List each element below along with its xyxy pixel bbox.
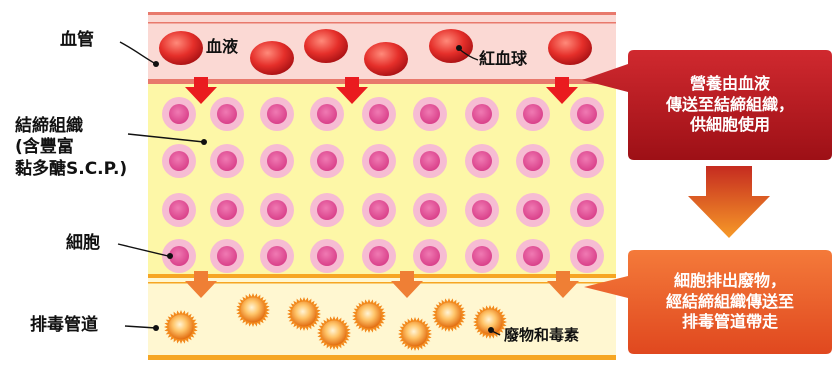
excrete-callout-shape [584,250,832,354]
cell-icon [465,193,499,227]
red-blood-cell-icon [548,31,592,65]
cell-icon [310,97,344,131]
cell-icon [162,193,196,227]
cell-icon [516,144,550,178]
cell-icon [162,97,196,131]
cell-icon [413,97,447,131]
cell-icon [516,97,550,131]
blood-label: 血液 [206,37,239,56]
excretion-arrows [185,271,579,298]
cell-icon [260,97,294,131]
cell-icon [413,193,447,227]
cell-icon [210,193,244,227]
cell-icon [362,193,396,227]
cell-icon [210,239,244,273]
cell-icon [310,239,344,273]
cell-icon [413,144,447,178]
waste-toxins-label: 廢物和毒素 [504,326,580,344]
toxin-particle-icon [164,310,198,344]
supply-callout-line2: 傳送至結締組織， [665,94,794,114]
cell-grid [162,97,604,273]
down-arrow-icon [547,271,579,298]
supply-callout: 營養由血液 傳送至結締組織， 供細胞使用 [630,52,830,158]
cell-icon [570,97,604,131]
toxin-particle-icon [287,297,321,331]
red-blood-cell-icon [364,42,408,76]
blood-vessel-label: 血管 [60,30,94,50]
down-arrow-icon [391,271,423,298]
transition-arrow [688,166,770,238]
leader-dots [153,45,494,333]
cell-icon [465,239,499,273]
supply-callout-line3: 供細胞使用 [689,115,770,135]
connective-tissue-line2: (含豐富 [15,137,74,158]
cell-icon [516,193,550,227]
excrete-callout-line2: 經結締組織傳送至 [665,291,794,311]
down-arrow-icon [688,166,770,238]
down-arrow-icon [546,77,578,104]
red-blood-cell-icon [429,29,473,63]
toxin-particles [164,293,507,351]
cell-icon [516,239,550,273]
cell-icon [310,144,344,178]
excrete-callout: 細胞排出廢物， 經結締組織傳送至 排毒管道帶走 [630,252,830,352]
connective-tissue-line3: 黏多醣S.C.P.) [15,158,128,179]
cell-icon [362,144,396,178]
cell-icon [260,239,294,273]
cell-icon [362,239,396,273]
red-blood-cell-icon [304,29,348,63]
cell-icon [162,144,196,178]
toxin-particle-icon [473,305,507,339]
cell-icon [210,144,244,178]
drainage-duct-label: 排毒管道 [30,315,98,335]
excrete-callout-line1: 細胞排出廢物， [673,270,786,290]
supply-arrows [185,77,578,104]
cell-icon [260,144,294,178]
cell-icon [570,144,604,178]
supply-callout-line1: 營養由血液 [689,73,770,93]
down-arrow-icon [336,77,368,104]
cell-icon [210,97,244,131]
red-blood-cell-icon [250,41,294,75]
cell-icon [465,144,499,178]
toxin-particle-icon [317,316,351,350]
cell-icon [465,97,499,131]
cell-icon [413,239,447,273]
red-blood-cell-label: 紅血球 [479,49,528,68]
cell-icon [570,193,604,227]
toxin-particle-icon [432,298,466,332]
cell-icon [260,193,294,227]
cell-icon [570,239,604,273]
down-arrow-icon [185,271,217,298]
connective-tissue-line1: 結締組織 [15,116,83,136]
cell-label: 細胞 [66,233,100,253]
toxin-particle-icon [236,293,270,327]
connective-tissue-label: 結締組織 (含豐富 黏多醣S.C.P.) [15,116,127,180]
cell-icon [162,239,196,273]
supply-callout-shape [582,50,832,160]
cell-icon [362,97,396,131]
down-arrow-icon [185,77,217,104]
cell-icon [310,193,344,227]
red-blood-cell-icon [159,31,203,65]
toxin-particle-icon [398,317,432,351]
excrete-callout-line3: 排毒管道帶走 [681,312,778,332]
red-blood-cells [159,29,592,76]
toxin-particle-icon [352,299,386,333]
